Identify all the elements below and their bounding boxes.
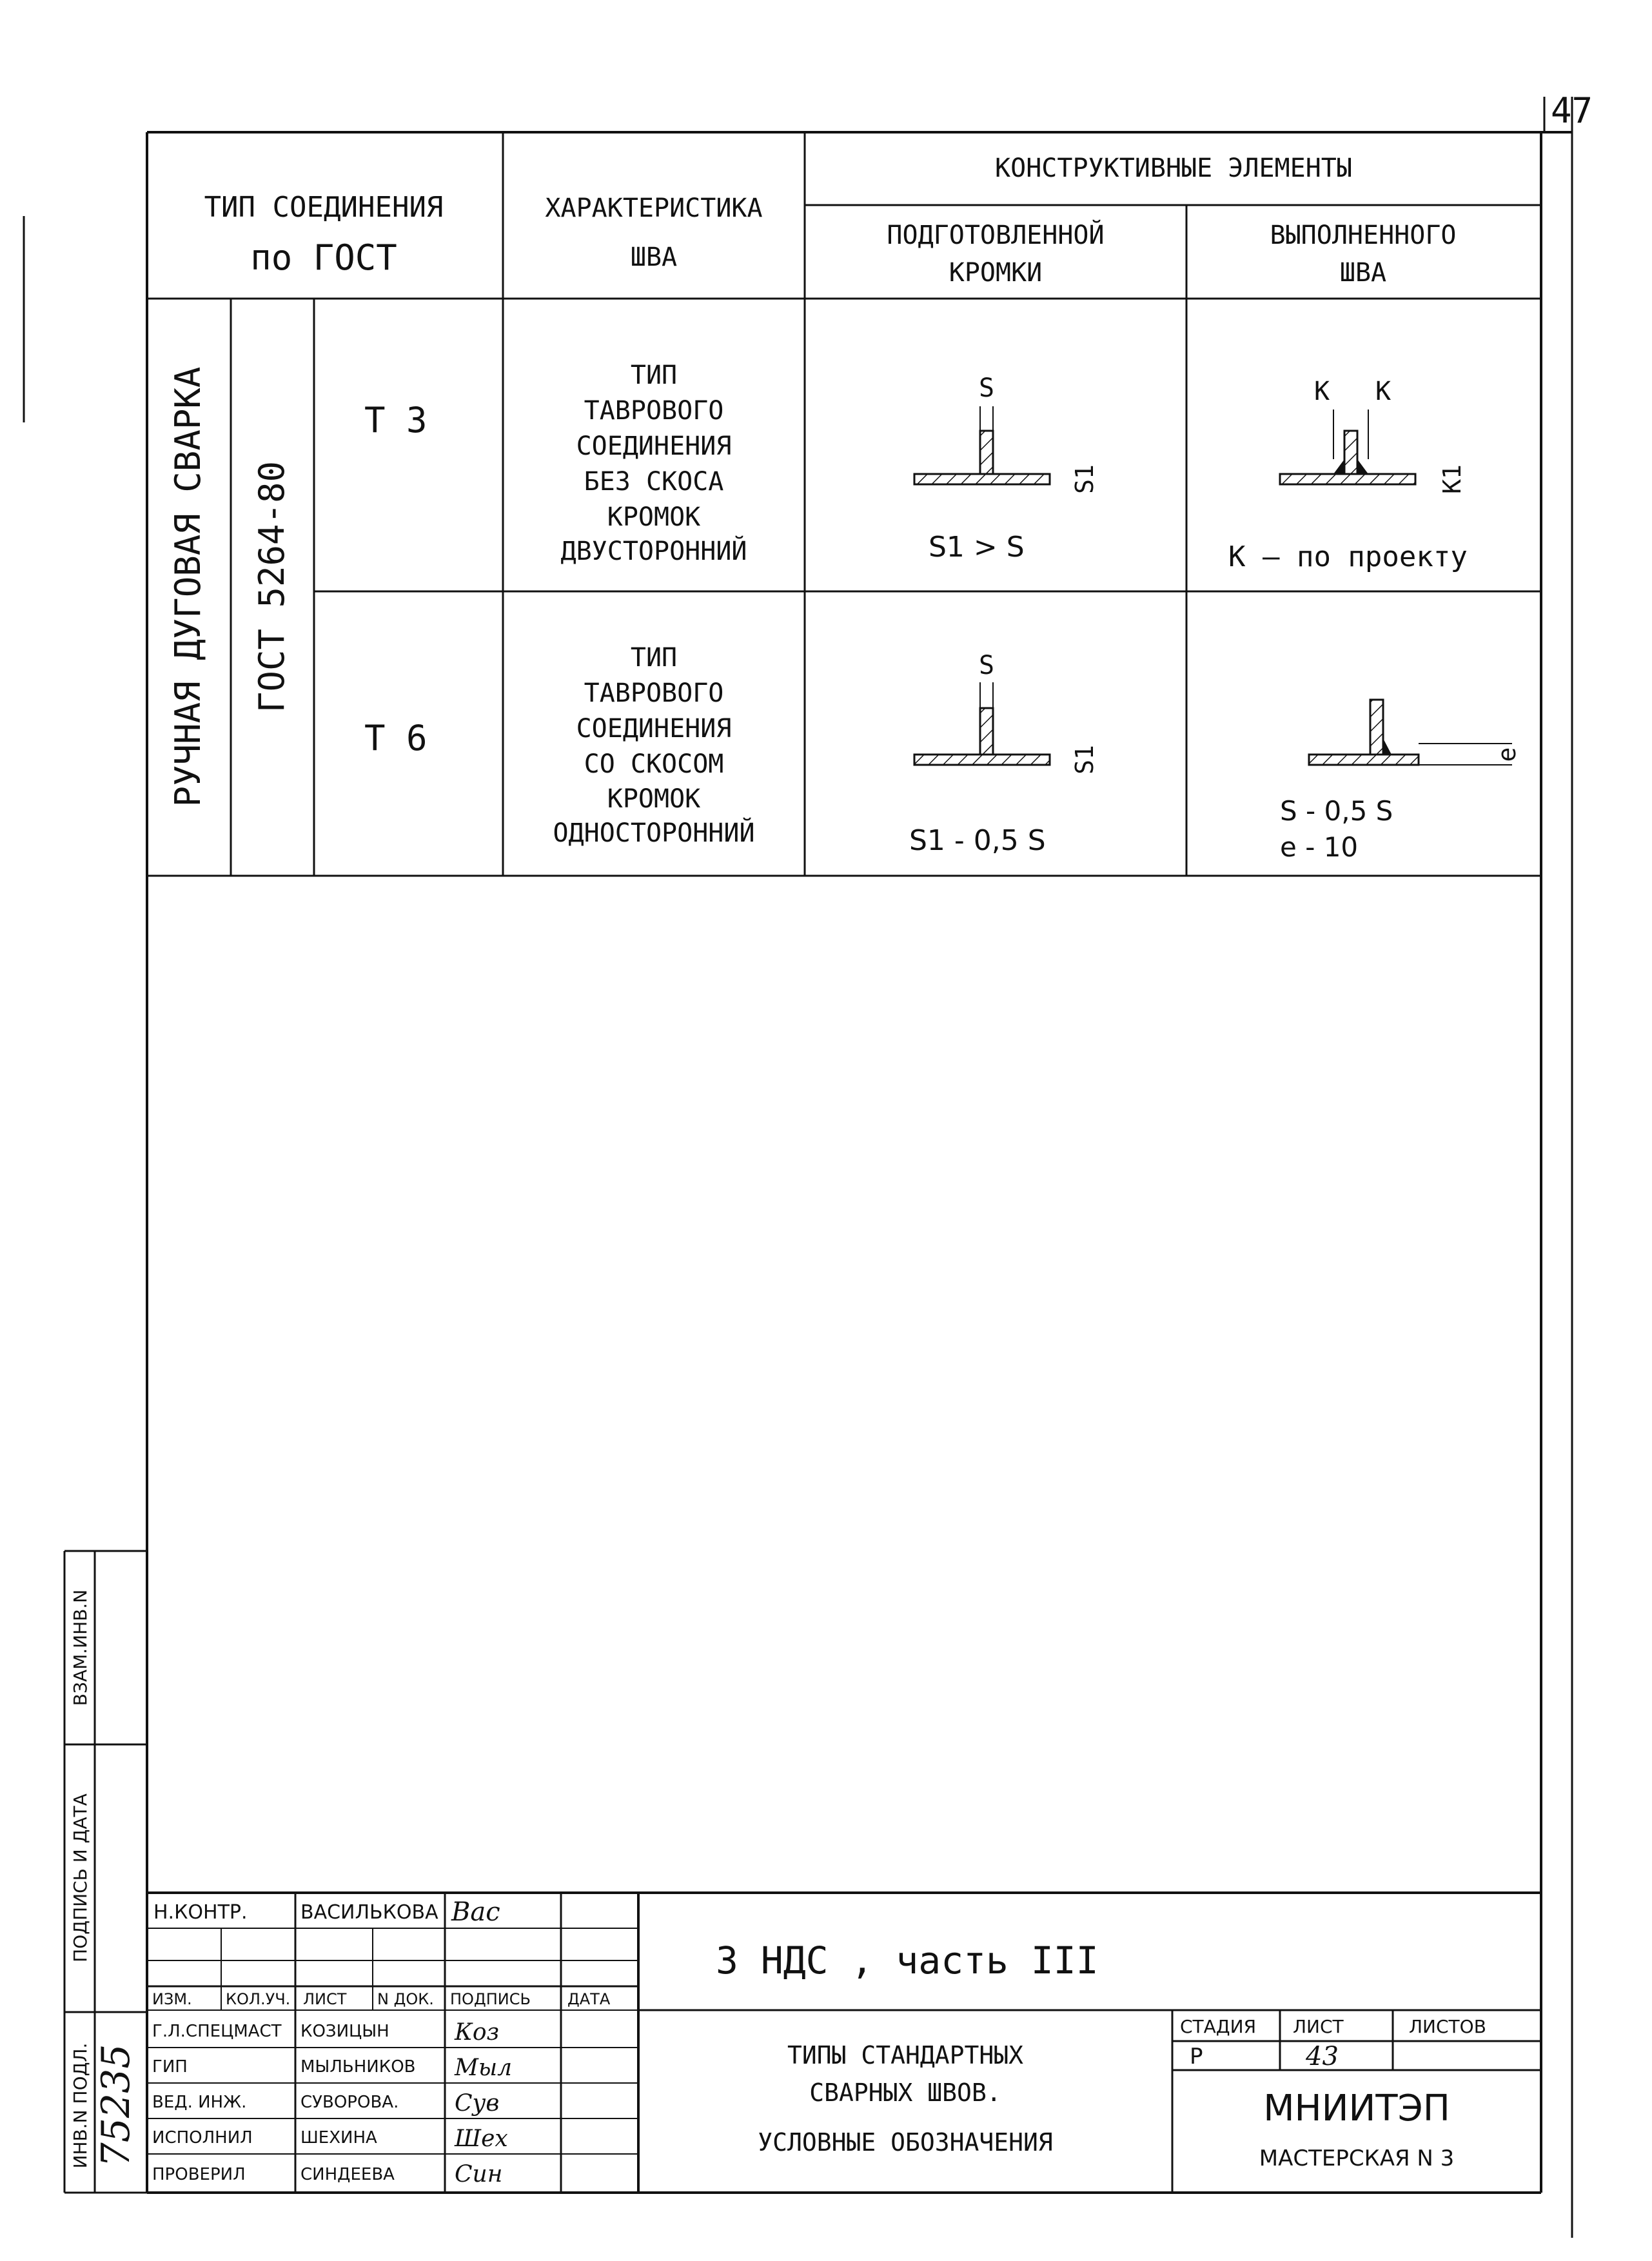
tb-signature: Коз bbox=[454, 2019, 499, 2046]
completed-seam-sketch: e bbox=[1308, 698, 1521, 766]
dim-s: S bbox=[979, 373, 994, 403]
prepared-edge-sketch: S S1 bbox=[913, 373, 1099, 494]
header-type-gost: по ГОСТ bbox=[250, 237, 397, 278]
title-block: Н.КОНТР. ВАСИЛЬКОВА Вас ИЗМ. КОЛ.УЧ. ЛИС… bbox=[147, 1891, 1541, 2193]
row-code: Т 6 bbox=[364, 718, 428, 758]
row-desc-line: ОДНОСТОРОННИЙ bbox=[553, 817, 754, 848]
stamp-inv-label: ИНВ.N ПОДЛ. bbox=[70, 2043, 91, 2169]
gost-number: ГОСТ 5264-80 bbox=[251, 461, 292, 713]
row-desc-line: ТИП bbox=[631, 360, 677, 390]
tb-name: ВАСИЛЬКОВА bbox=[300, 1901, 438, 1924]
done-formula: К – по проекту bbox=[1228, 540, 1468, 573]
prep-formula: S1 > S bbox=[929, 531, 1025, 564]
header-elements: КОНСТРУКТИВНЫЕ ЭЛЕМЕНТЫ bbox=[995, 153, 1352, 183]
tb-col-doc: N ДОК. bbox=[377, 1990, 434, 2008]
tb-role: Г.Л.СПЕЦМАСТ bbox=[152, 2022, 282, 2041]
tb-role: ГИП bbox=[152, 2057, 188, 2077]
row-t3: Т 3 ТИП ТАВРОВОГО СОЕДИНЕНИЯ БЕЗ СКОСА К… bbox=[364, 360, 1468, 573]
tb-name: КОЗИЦЫН bbox=[300, 2022, 389, 2041]
header-seam: ШВА bbox=[631, 242, 677, 272]
tb-role: Н.КОНТР. bbox=[153, 1901, 248, 1924]
sheet-title: СВАРНЫХ ШВОВ. bbox=[809, 2078, 1001, 2107]
stamp-sign-label: ПОДПИСЬ И ДАТА bbox=[70, 1793, 91, 1962]
tb-role: ВЕД. ИНЖ. bbox=[152, 2093, 246, 2112]
dim-s: S bbox=[979, 651, 994, 680]
row-desc-line: ДВУСТОРОННИЙ bbox=[561, 535, 747, 566]
tb-col-kolch: КОЛ.УЧ. bbox=[226, 1990, 290, 2008]
organization: МНИИТЭП bbox=[1263, 2088, 1450, 2129]
tb-signature: Шех bbox=[454, 2126, 508, 2152]
prepared-edge-sketch: S S1 bbox=[913, 651, 1099, 775]
joints-table bbox=[147, 132, 1541, 877]
done-formula: S - 0,5 S bbox=[1280, 795, 1393, 827]
welding-method: РУЧНАЯ ДУГОВАЯ СВАРКА bbox=[168, 367, 208, 807]
row-desc-line: КРОМОК bbox=[607, 784, 701, 814]
sheet-value: 43 bbox=[1305, 2042, 1339, 2071]
row-desc-line: ТИП bbox=[631, 643, 677, 673]
header-type: ТИП СОЕДИНЕНИЯ bbox=[204, 191, 444, 224]
row-desc-line: ТАВРОВОГО bbox=[584, 678, 724, 708]
completed-seam-sketch: K K K1 bbox=[1279, 377, 1466, 494]
stage-value: Р bbox=[1190, 2044, 1203, 2069]
prep-formula: S1 - 0,5 S bbox=[909, 824, 1046, 857]
header-done: ВЫПОЛНЕННОГО bbox=[1270, 221, 1457, 250]
row-desc-line: СОЕДИНЕНИЯ bbox=[576, 431, 732, 461]
sheet-title: ТИПЫ СТАНДАРТНЫХ bbox=[787, 2041, 1023, 2069]
header-characteristic: ХАРАКТЕРИСТИКА bbox=[545, 193, 762, 223]
row-code: Т 3 bbox=[364, 400, 428, 440]
row-desc-line: КРОМОК bbox=[607, 502, 701, 532]
tb-signature: Вас bbox=[451, 1897, 500, 1927]
header-prepared-edge: КРОМКИ bbox=[949, 258, 1043, 288]
dim-s1: S1 bbox=[1070, 464, 1099, 494]
dim-k-right: K bbox=[1375, 377, 1391, 406]
workshop: МАСТЕРСКАЯ N 3 bbox=[1259, 2146, 1455, 2171]
tb-col-izm: ИЗМ. bbox=[152, 1990, 192, 2008]
tb-col-date: ДАТА bbox=[567, 1990, 611, 2008]
tb-name: СИНДЕЕВА bbox=[300, 2165, 395, 2184]
stage-label: СТАДИЯ bbox=[1180, 2016, 1256, 2037]
done-formula: e - 10 bbox=[1280, 831, 1358, 863]
tb-col-list: ЛИСТ bbox=[303, 1990, 347, 2008]
tb-col-sign: ПОДПИСЬ bbox=[450, 1990, 531, 2008]
sheets-label: ЛИСТОВ bbox=[1409, 2016, 1486, 2037]
stamp-replace-label: ВЗАМ.ИНВ.N bbox=[70, 1590, 91, 1706]
dim-k1: K1 bbox=[1438, 464, 1466, 494]
tb-name: ШЕХИНА bbox=[300, 2128, 377, 2147]
table-header: ТИП СОЕДИНЕНИЯ по ГОСТ ХАРАКТЕРИСТИКА ШВ… bbox=[204, 153, 1457, 288]
tb-signature: Син bbox=[455, 2161, 502, 2187]
row-desc-line: СОЕДИНЕНИЯ bbox=[576, 714, 732, 744]
tb-name: СУВОРОВА. bbox=[300, 2093, 398, 2112]
tb-name: МЫЛЬНИКОВ bbox=[300, 2057, 416, 2077]
header-prepared: ПОДГОТОВЛЕННОЙ bbox=[887, 219, 1104, 250]
dim-k-left: K bbox=[1314, 377, 1330, 406]
tb-signature: Сув bbox=[455, 2090, 499, 2117]
dim-e: e bbox=[1493, 747, 1521, 762]
project-name: 3 НДС , часть III bbox=[716, 1939, 1099, 1982]
tb-signature: Мыл bbox=[454, 2055, 512, 2081]
row-desc-line: БЕЗ СКОСА bbox=[584, 467, 724, 497]
main-frame bbox=[146, 97, 1573, 2238]
row-desc-line: ТАВРОВОГО bbox=[584, 396, 724, 426]
sheet-label: ЛИСТ bbox=[1293, 2016, 1344, 2037]
row-t6: Т 6 ТИП ТАВРОВОГО СОЕДИНЕНИЯ СО СКОСОМ К… bbox=[364, 643, 1521, 863]
stamp-inv-number: 75235 bbox=[93, 2044, 139, 2167]
tb-role: ИСПОЛНИЛ bbox=[152, 2128, 253, 2147]
tb-role: ПРОВЕРИЛ bbox=[152, 2165, 246, 2184]
header-done-seam: ШВА bbox=[1340, 258, 1386, 288]
sheet-title: УСЛОВНЫЕ ОБОЗНАЧЕНИЯ bbox=[758, 2128, 1053, 2157]
dim-s1: S1 bbox=[1070, 745, 1099, 775]
row-desc-line: СО СКОСОМ bbox=[584, 749, 724, 779]
side-stamp: ИНВ.N ПОДЛ. ПОДПИСЬ И ДАТА ВЗАМ.ИНВ.N 75… bbox=[63, 1550, 147, 2194]
